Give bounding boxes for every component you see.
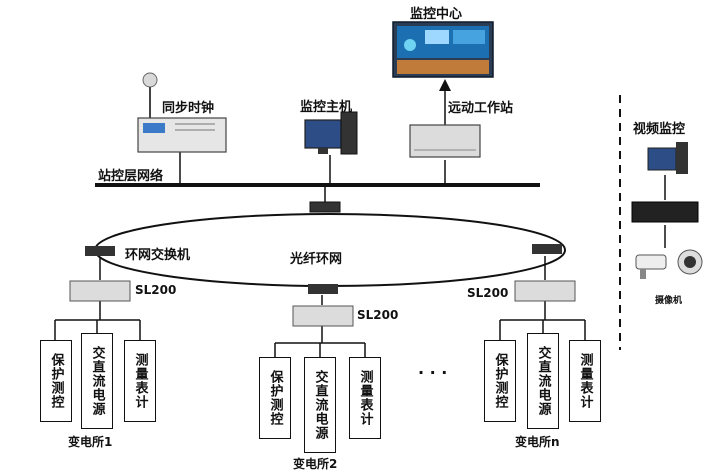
remote-workstation-device (409, 124, 481, 158)
sl200-mid-label: SL200 (357, 308, 399, 322)
sl200-right-device (514, 280, 576, 302)
ring-switch-left (85, 246, 115, 256)
video-monitor-device (647, 142, 688, 174)
substation2-protection-box: 保护测控 (259, 357, 291, 439)
camera-label: 摄像机 (655, 296, 683, 306)
monitoring-host-label: 监控主机 (300, 100, 353, 115)
nvr-device (631, 201, 699, 223)
substationn-protection-box: 保护测控 (484, 340, 516, 422)
monitoring-center-screen (392, 21, 494, 78)
video-monitoring-label: 视频监控 (633, 122, 686, 137)
fiber-ring-label: 光纤环网 (290, 252, 343, 267)
substationn-power-box: 交直流电源 (527, 333, 559, 429)
ring-switch-label: 环网交换机 (125, 248, 191, 263)
substationn-label: 变电所n (515, 435, 560, 449)
monitoring-host-device (304, 111, 358, 155)
sl200-left-device (69, 280, 131, 302)
substation2-label: 变电所2 (293, 457, 338, 471)
remote-workstation-label: 远动工作站 (448, 101, 514, 116)
camera-devices (635, 249, 703, 279)
substation2-meter-box: 测量表计 (349, 357, 381, 439)
sync-clock-device (137, 72, 227, 153)
sl200-right-label: SL200 (467, 286, 509, 300)
substation1-power-box: 交直流电源 (81, 333, 113, 429)
substation2-power-box: 交直流电源 (304, 357, 336, 453)
ellipsis: · · · (418, 363, 448, 382)
station-bus-label: 站控层网络 (98, 169, 164, 184)
substationn-meter-box: 测量表计 (569, 340, 601, 422)
sync-clock-label: 同步时钟 (162, 101, 215, 116)
substation1-label: 变电所1 (68, 435, 113, 449)
ring-switch-mid (308, 284, 338, 294)
substation1-meter-box: 测量表计 (124, 340, 156, 422)
top-ring-switch (309, 201, 341, 213)
sl200-mid-device (292, 305, 354, 327)
ring-switch-right (532, 244, 562, 254)
sl200-left-label: SL200 (135, 283, 177, 297)
monitoring-center-label: 监控中心 (410, 7, 463, 22)
substation1-protection-box: 保护测控 (40, 340, 72, 422)
